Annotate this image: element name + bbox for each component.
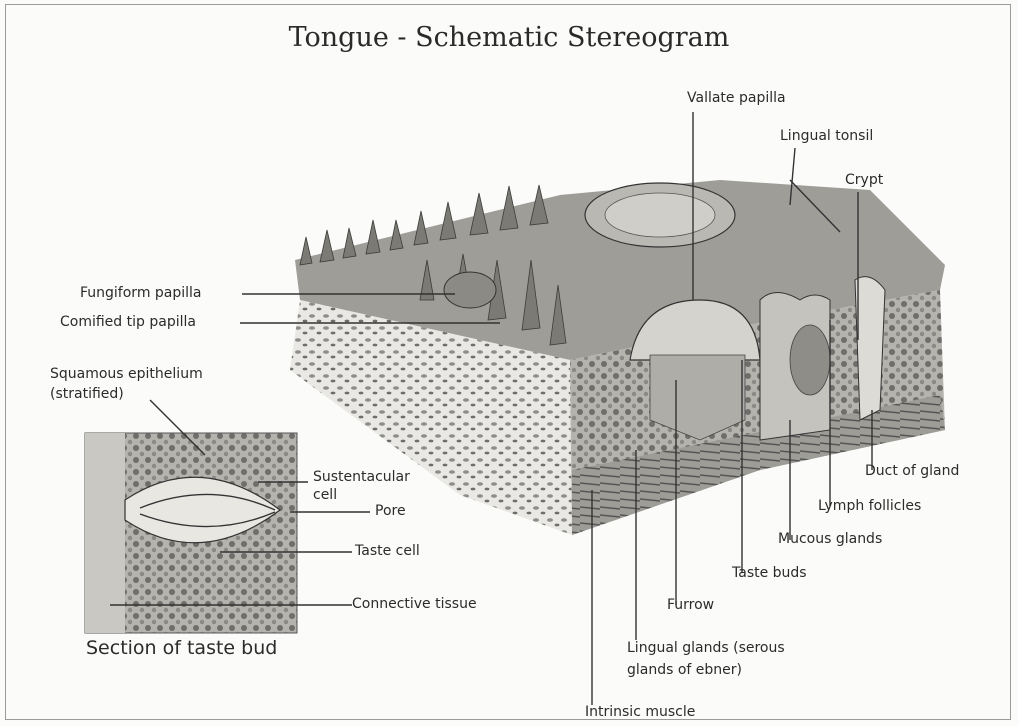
label-lingual-glands: Lingual glands (serous [627, 640, 785, 656]
label-fungiform-papilla: Fungiform papilla [80, 285, 202, 301]
label-taste-buds: Taste buds [732, 565, 807, 581]
lymph-follicle [790, 325, 830, 395]
label-pore: Pore [375, 503, 406, 519]
label-duct-of-gland: Duct of gland [865, 463, 959, 479]
label-sustentacular-cell-2: cell [313, 487, 337, 503]
label-taste-cell: Taste cell [355, 543, 420, 559]
label-furrow: Furrow [667, 597, 714, 613]
label-squamous-epithelium: Squamous epithelium [50, 366, 203, 382]
label-mucous-glands: Mucous glands [778, 531, 882, 547]
label-sustentacular-cell: Sustentacular [313, 469, 410, 485]
crypt-section [855, 277, 885, 420]
label-lingual-glands-ebner: glands of ebner) [627, 662, 742, 678]
label-intrinsic-muscle: Intrinsic muscle [585, 704, 695, 720]
taste-bud-inset [85, 433, 297, 633]
label-crypt: Crypt [845, 172, 883, 188]
label-connective-tissue: Connective tissue [352, 596, 477, 612]
label-lingual-tonsil: Lingual tonsil [780, 128, 873, 144]
fungiform-papilla [444, 272, 496, 308]
label-cornified-tip-papilla: Comified tip papilla [60, 314, 196, 330]
label-vallate-papilla: Vallate papilla [687, 90, 786, 106]
label-squamous-epithelium-stratified: (stratified) [50, 386, 124, 402]
inset-caption: Section of taste bud [86, 637, 277, 659]
label-lymph-follicles: Lymph follicles [818, 498, 921, 514]
